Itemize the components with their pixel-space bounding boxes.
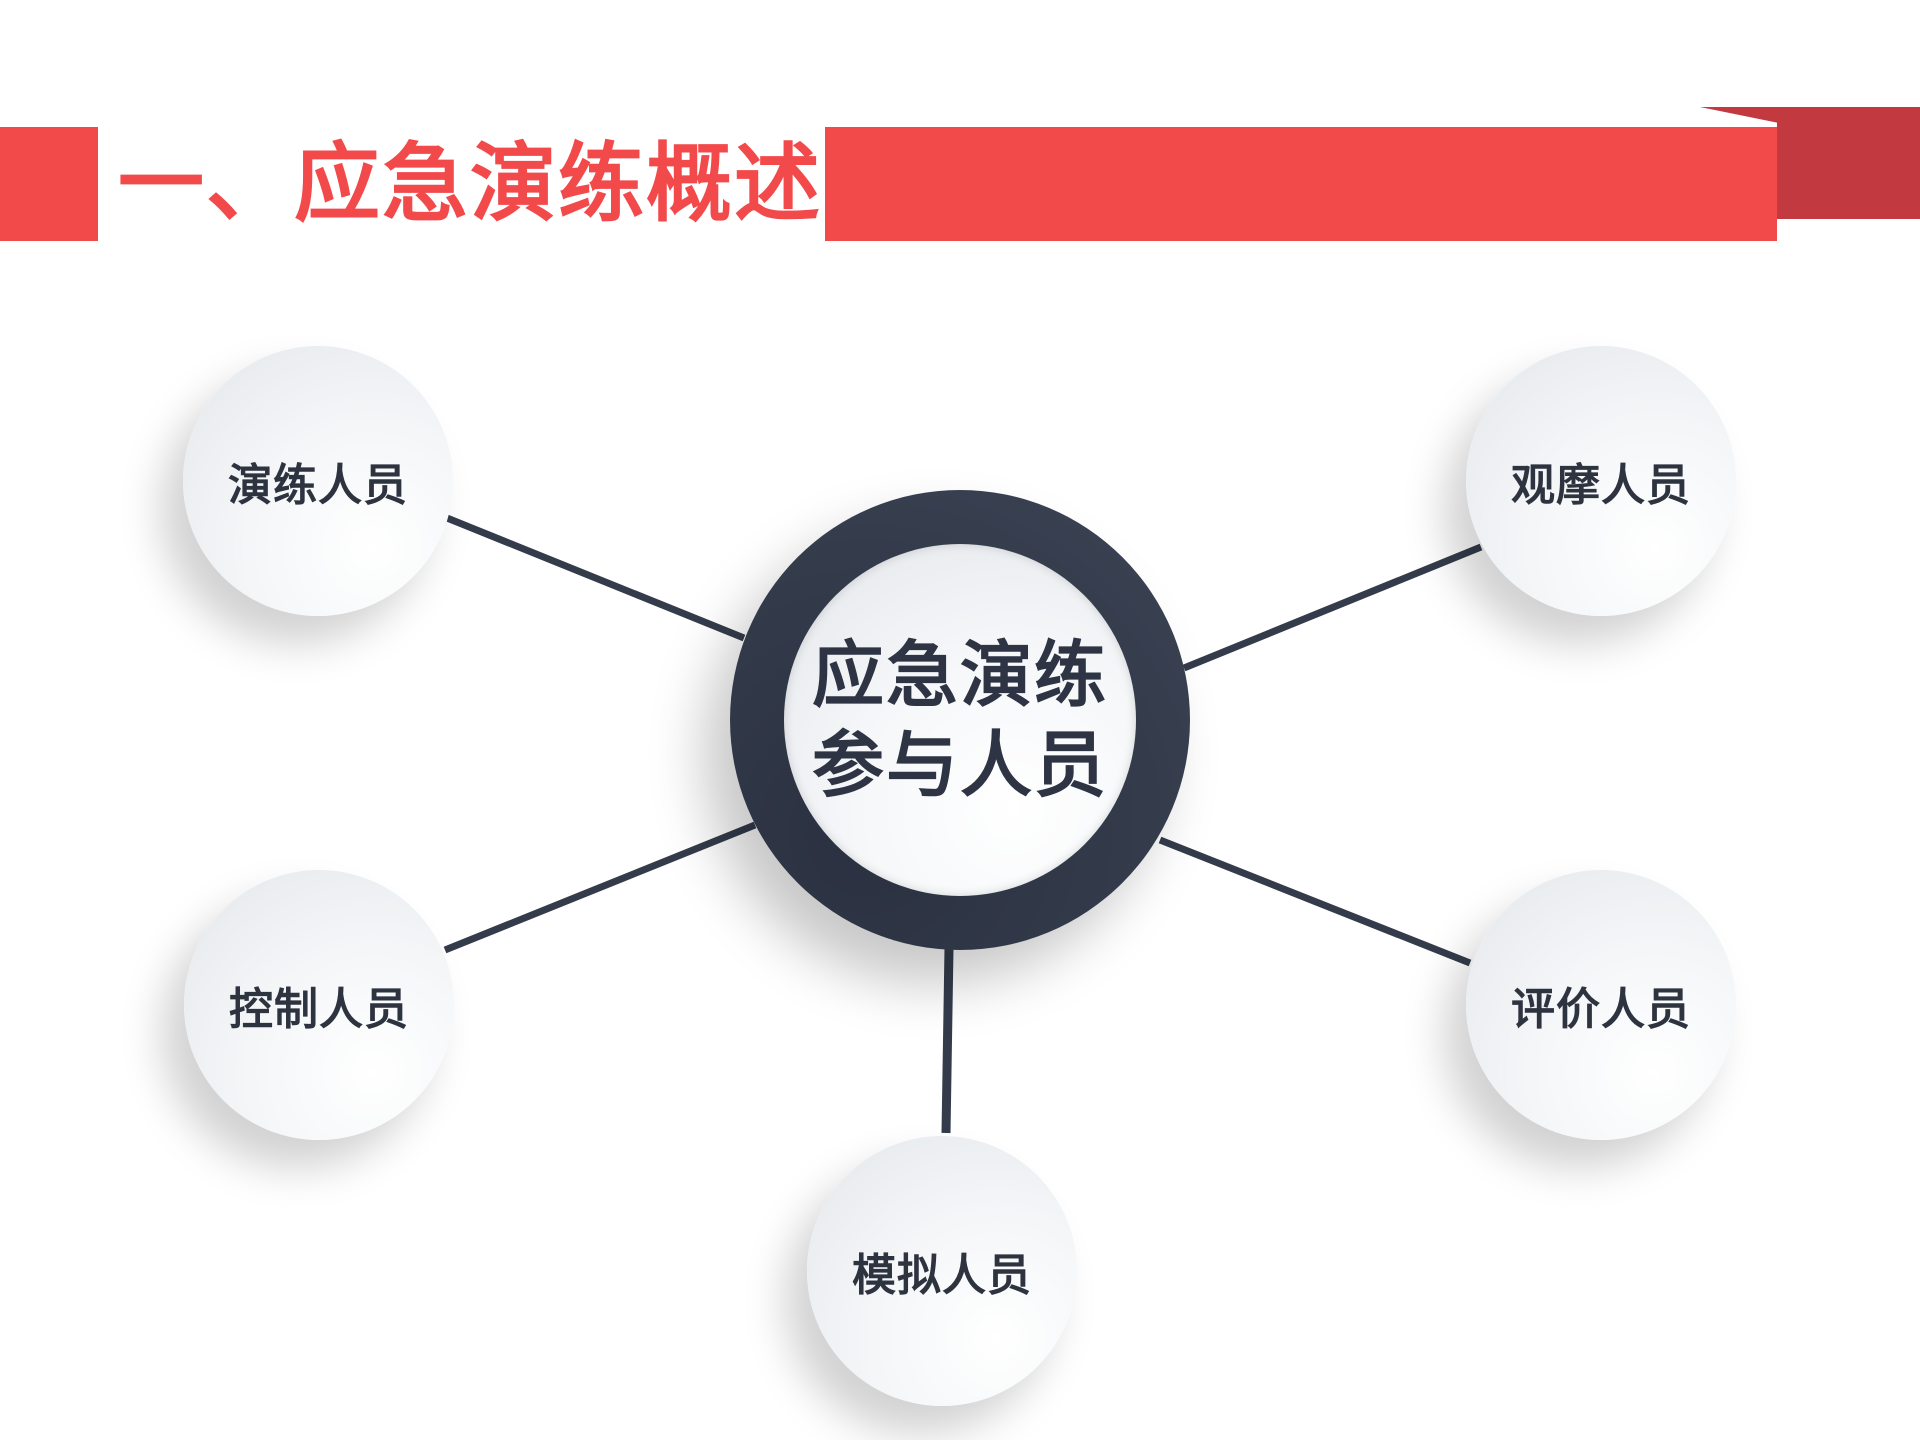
hub-title-line2: 参与人员: [811, 723, 1108, 807]
header-bar-right: [825, 127, 1777, 241]
node-drill-personnel: 演练人员: [183, 346, 453, 616]
node-control-personnel: 控制人员: [184, 870, 454, 1140]
node-label: 评价人员: [1511, 984, 1691, 1035]
link-drill: [445, 514, 746, 642]
node-label: 模拟人员: [852, 1250, 1032, 1301]
hub-title-line1: 应急演练: [811, 633, 1108, 717]
node-observer-personnel: 观摩人员: [1466, 346, 1736, 616]
link-evaluation: [1158, 836, 1472, 967]
link-control: [443, 821, 757, 954]
node-simulation-personnel: 模拟人员: [807, 1136, 1077, 1406]
node-label: 演练人员: [228, 460, 408, 511]
header-bar-left: [0, 127, 98, 241]
page-title: 一、应急演练概述: [118, 134, 822, 234]
hub-center: 应急演练 参与人员: [784, 544, 1136, 896]
node-label: 控制人员: [229, 984, 409, 1035]
node-evaluation-personnel: 评价人员: [1466, 870, 1736, 1140]
link-observer: [1182, 543, 1483, 672]
node-label: 观摩人员: [1511, 460, 1691, 511]
link-simulation: [941, 947, 954, 1134]
